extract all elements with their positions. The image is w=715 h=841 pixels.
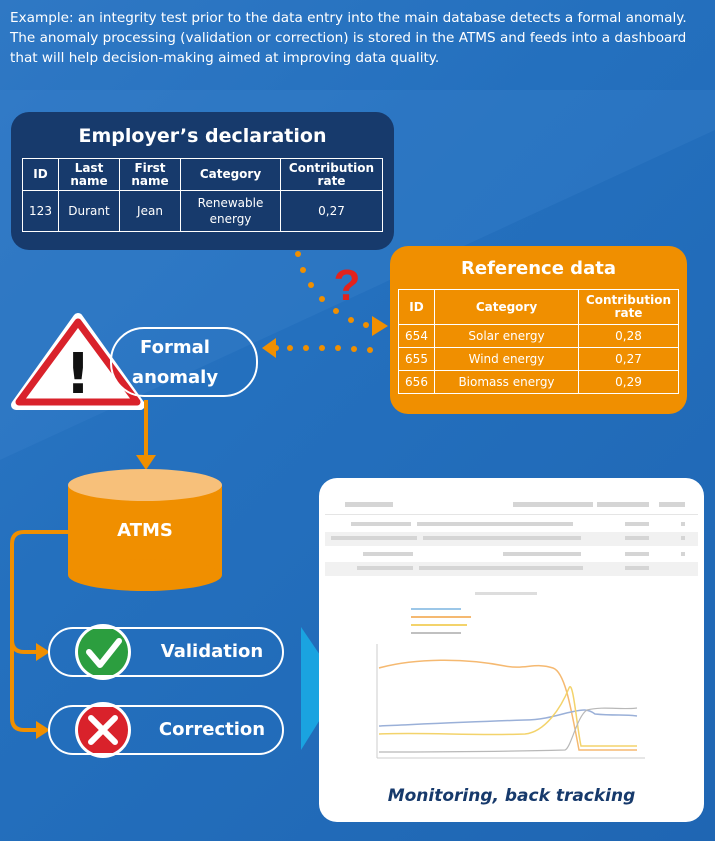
validation-node: Validation (48, 627, 284, 677)
correction-label: Correction (158, 719, 266, 740)
arrow-to-anomaly (262, 338, 276, 358)
question-mark-icon: ? (334, 261, 361, 310)
table-row: 654 Solar energy 0,28 (398, 324, 679, 348)
formal-anomaly-node: Formal anomaly (110, 327, 258, 397)
atms-label: ATMS (117, 520, 173, 541)
blurred-table (325, 502, 698, 576)
arrow-to-correction (36, 721, 50, 739)
arrow-to-validation (36, 643, 50, 661)
dotted-connector (273, 235, 373, 353)
reference-title: Reference data (461, 258, 616, 279)
dashboard-caption: Monitoring, back tracking (387, 786, 636, 806)
cell-first-name: Jean (119, 190, 181, 232)
arrow-to-reference (372, 316, 388, 336)
cell-id: 654 (398, 324, 435, 348)
atms-branch-connector (10, 530, 68, 732)
cross-icon (75, 702, 131, 758)
dashboard-panel: Monitoring, back tracking (319, 478, 704, 822)
employer-title: Employer’s declaration (78, 125, 327, 147)
blurred-chart (376, 592, 645, 759)
arrow-anomaly-atms-head (136, 455, 156, 470)
cell-id: 656 (398, 370, 435, 394)
cell-category: Solar energy (434, 324, 579, 348)
col-category: Category (180, 158, 281, 191)
anomaly-label-line2: anomaly (131, 367, 219, 388)
validation-label: Validation (160, 641, 264, 662)
cell-id: 123 (22, 190, 59, 232)
cell-rate: 0,29 (578, 370, 679, 394)
anomaly-label-line1: Formal (140, 337, 210, 358)
table-row: 656 Biomass energy 0,29 (398, 370, 679, 394)
correction-node: Correction (48, 705, 284, 755)
check-icon (75, 624, 131, 680)
warning-triangle-icon: ! (11, 313, 145, 410)
atms-cylinder (68, 469, 222, 591)
col-id: ID (22, 158, 59, 191)
exclamation-icon: ! (65, 342, 91, 407)
cell-category: Wind energy (434, 347, 579, 371)
table-row: 655 Wind energy 0,27 (398, 347, 679, 371)
col-id: ID (398, 289, 435, 325)
intro-text: Example: an integrity test prior to the … (10, 10, 687, 66)
dashboard-screenshot (325, 502, 698, 759)
cell-id: 655 (398, 347, 435, 371)
cell-rate: 0,27 (280, 190, 383, 232)
cell-last-name: Durant (58, 190, 120, 232)
col-category: Category (434, 289, 579, 325)
cell-rate: 0,28 (578, 324, 679, 348)
cell-rate: 0,27 (578, 347, 679, 371)
cell-category: Biomass energy (434, 370, 579, 394)
